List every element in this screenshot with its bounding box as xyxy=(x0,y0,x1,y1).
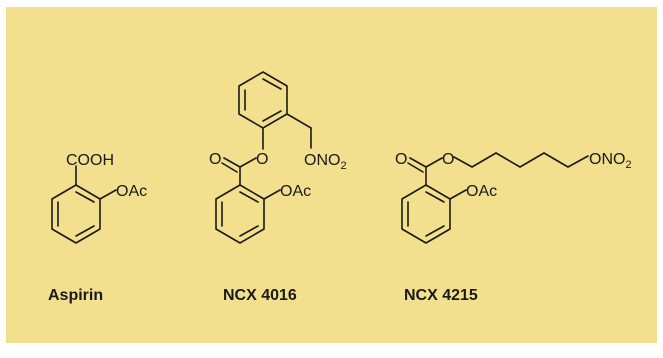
ncx4016-carbonyl-double-bond-a xyxy=(223,157,241,168)
ncx4215-nitrate-label: ONO2 xyxy=(589,151,632,171)
aspirin-acetoxy-bond xyxy=(99,189,117,200)
ncx4016-acetoxy-label: OAc xyxy=(280,183,311,200)
ncx4016-nitrate-label: ONO2 xyxy=(304,152,347,172)
ncx4215-ester-o-label: O xyxy=(442,151,454,168)
ncx4215-carbonyl-o-label: O xyxy=(395,151,407,168)
ncx4016-acetoxy-bond xyxy=(263,189,281,200)
aspirin-name: Aspirin xyxy=(48,287,103,304)
ncx4215-carbonyl-double-bond-b xyxy=(407,162,424,173)
ncx4215-structure: OAc O O ONO2 xyxy=(395,151,632,244)
ncx4016-ester-o-label: O xyxy=(256,151,268,168)
aspirin-structure: COOH OAc xyxy=(51,152,147,244)
ncx4215-acetoxy-bond xyxy=(449,189,467,200)
structures-canvas: COOH OAc Aspirin OAc O O ONO2 xyxy=(6,7,657,343)
ncx4016-structure: OAc O O ONO2 xyxy=(209,71,347,244)
structures-figure: COOH OAc Aspirin OAc O O ONO2 xyxy=(6,7,657,343)
ncx4016-lower-ring-double-bonds xyxy=(221,191,259,237)
aspirin-acid-label: COOH xyxy=(66,152,114,169)
panel-background xyxy=(6,7,657,343)
ncx4016-upper-ring-double-bonds xyxy=(244,78,282,122)
ncx4215-pentyl-chain xyxy=(453,152,589,168)
ncx4016-carbonyl-o-label: O xyxy=(209,151,221,168)
ncx4016-carbonyl-double-bond-b xyxy=(221,162,238,173)
ncx4215-carbonyl-double-bond-a xyxy=(409,157,427,168)
aspirin-acetoxy-label: OAc xyxy=(116,183,147,200)
ncx4215-ring-double-bonds xyxy=(407,191,445,237)
ncx4215-ester-o-bond xyxy=(425,157,443,168)
ncx4016-name: NCX 4016 xyxy=(223,287,297,304)
ncx4016-methylene-bond xyxy=(286,113,312,129)
ncx4215-name: NCX 4215 xyxy=(404,287,478,304)
aspirin-ring-double-bonds xyxy=(57,191,95,237)
ncx4016-ester-o-bond xyxy=(239,157,257,168)
ncx4215-acetoxy-label: OAc xyxy=(466,183,497,200)
